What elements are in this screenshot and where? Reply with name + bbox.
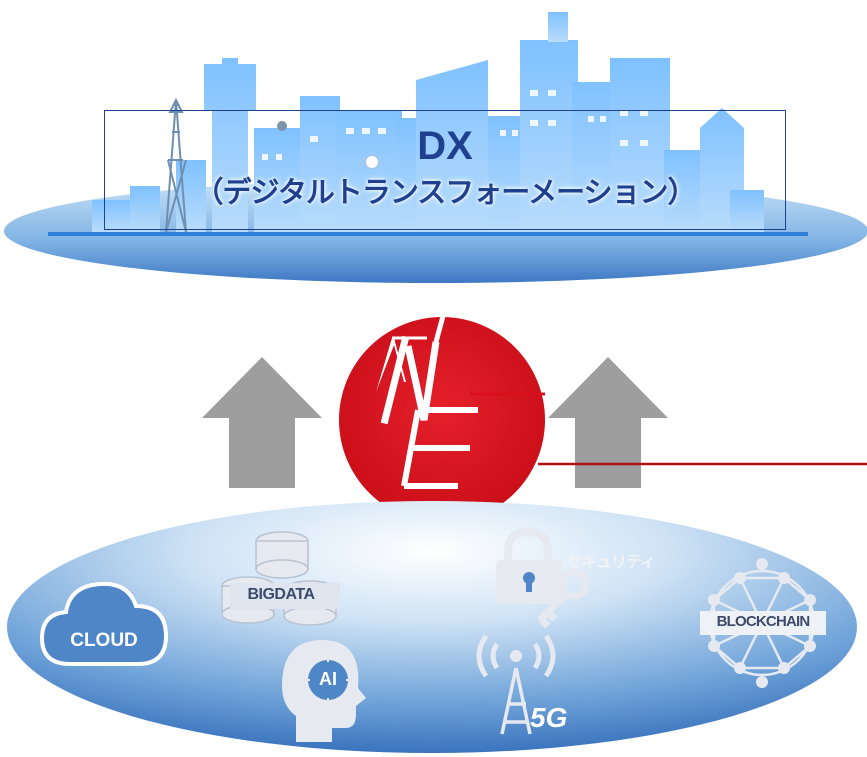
ai-label: AI — [319, 669, 337, 689]
cloud-icon — [39, 581, 169, 666]
clock-icon — [364, 154, 380, 170]
dx-title: DX — [417, 124, 473, 168]
blockchain-label: BLOCKCHAIN — [716, 613, 811, 630]
bottom-island — [7, 501, 857, 753]
blockchain-nodes — [708, 558, 816, 688]
ai-head-icon — [282, 640, 366, 742]
fiveg-antenna-icon — [476, 634, 556, 735]
blockchain-label-bg — [700, 611, 826, 635]
security-label: セキュリティ — [566, 552, 656, 571]
security-key-icon — [537, 568, 590, 629]
security-lock-icon — [496, 527, 562, 604]
fiveg-label: 5G — [530, 702, 568, 733]
arrow-up-right-icon — [548, 357, 668, 488]
bigdata-label: BIGDATA — [247, 586, 315, 603]
building-windows — [262, 90, 648, 160]
dx-title-box — [104, 110, 786, 230]
bigdata-icon — [221, 531, 340, 626]
power-tower-icon — [165, 97, 187, 233]
arrow-up-left-icon — [202, 357, 322, 488]
ne-logo-icon — [339, 315, 545, 523]
ground-line — [48, 232, 808, 236]
dx-subtitle: （デジタルトランスフォーメーション） — [194, 175, 696, 209]
water-tower-icon — [277, 121, 287, 131]
cloud-label: CLOUD — [70, 630, 138, 651]
antenna-tip — [510, 650, 522, 662]
